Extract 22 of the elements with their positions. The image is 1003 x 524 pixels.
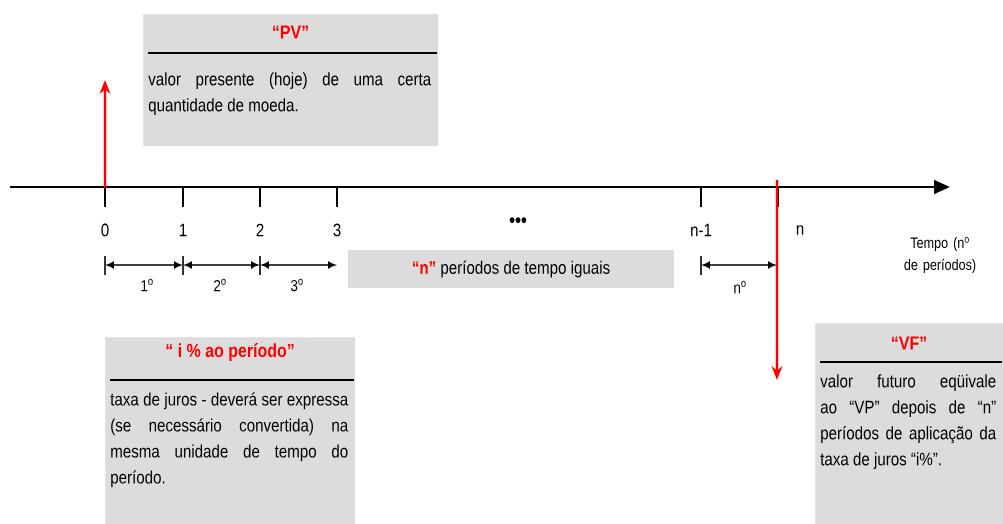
heading-text: “PV” <box>273 25 308 39</box>
tick-label: 1 <box>179 223 187 237</box>
tick-label: 2 <box>256 223 264 237</box>
description-text: taxa de juros - deverá ser expressa (se necessário convertida) na mesma unidade de tempo do período. <box>110 392 349 488</box>
tick-label: 0 <box>101 223 109 237</box>
description-text: valor futuro eqüivale ao “VP” depois de “n” períodos de aplicação da taxa de juros “i%”. <box>820 374 997 469</box>
heading-text: “VF” <box>892 336 926 350</box>
period-label: 2$^{o}$ <box>214 278 226 292</box>
ellipsis: ••• <box>509 217 527 223</box>
info-card <box>815 323 1003 524</box>
info-card <box>143 14 439 147</box>
period-label: 1$^{o}$ <box>141 278 153 292</box>
tick-label: n-1 <box>691 223 712 237</box>
info-card <box>105 337 356 524</box>
description-text: valor presente (hoje) de uma certa quantidade de moeda. <box>148 72 432 115</box>
period-label: n$^{o}$ <box>734 280 746 294</box>
heading-text: “ i % ao período” <box>166 343 294 361</box>
axis-title: Tempo (n$^{o}$ de períodos) <box>904 237 976 273</box>
period-note: “n” períodos de tempo iguais <box>348 250 674 288</box>
period-label: 3$^{o}$ <box>290 278 303 292</box>
tick-label: 3 <box>333 223 341 237</box>
tick-label: n <box>796 225 804 235</box>
